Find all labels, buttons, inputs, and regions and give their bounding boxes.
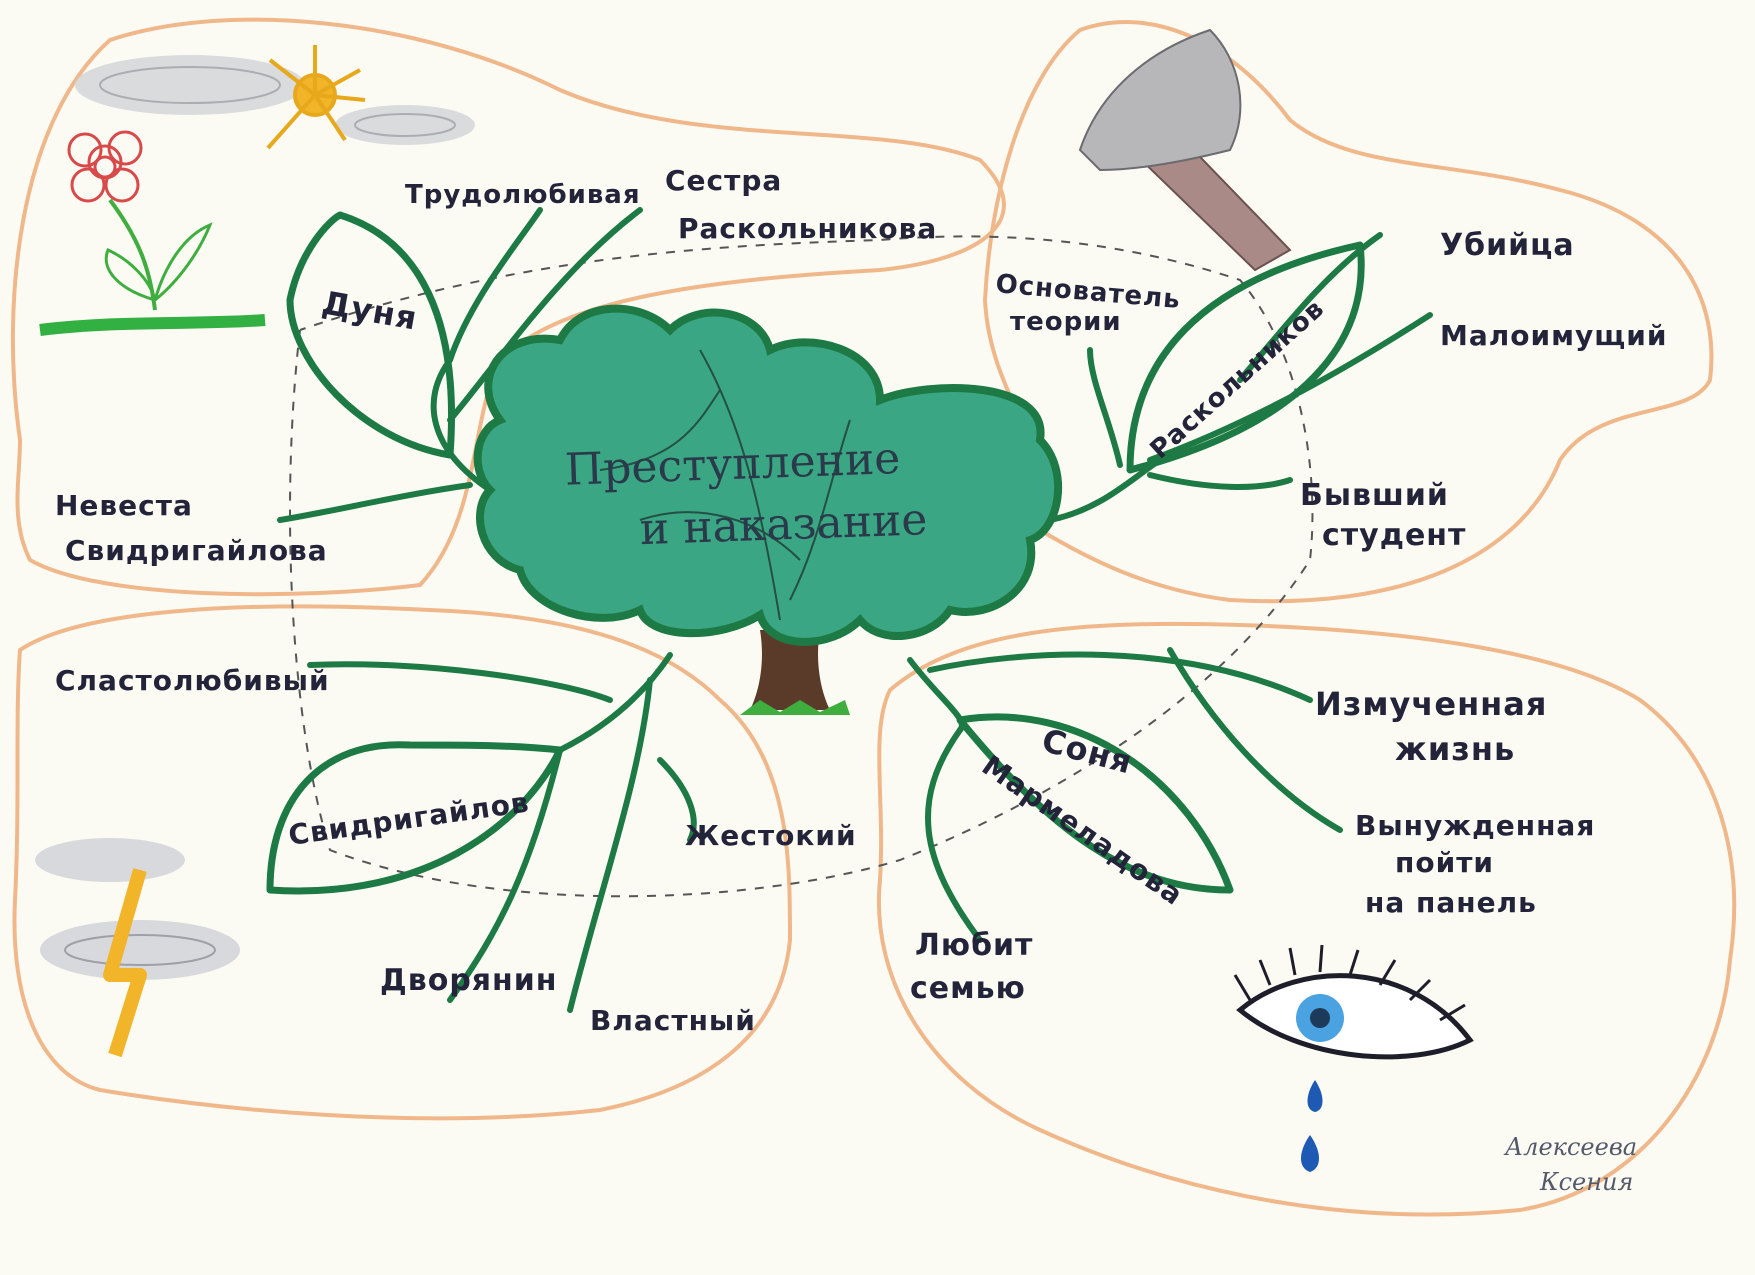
trait-domineering: Властный (590, 1004, 756, 1037)
cloud-icon (75, 55, 475, 145)
node-sonya-line2: Мармеладова (976, 749, 1190, 912)
trait-to-go: пойти (1395, 846, 1494, 879)
trait-poor: Малоимущий (1440, 319, 1667, 352)
trait-bride: Невеста (55, 489, 193, 522)
sun-icon (266, 45, 366, 150)
leaf-raskolnikov (1126, 241, 1365, 474)
trait-forced: Вынужденная (1355, 809, 1595, 842)
node-raskolnikov: Раскольников (1145, 294, 1331, 466)
node-svidrigailov: Свидригайлов (286, 785, 531, 851)
trait-tormented: Измученная (1315, 685, 1547, 723)
trait-former: Бывший (1300, 478, 1449, 513)
center-title-line2: и наказание (639, 494, 928, 555)
trait-cruel: Жестокий (685, 819, 857, 852)
trait-student: студент (1322, 518, 1466, 553)
leaves (266, 211, 1365, 895)
signature-line2: Ксения (1539, 1168, 1633, 1196)
trait-family: семью (910, 971, 1026, 1006)
region-bottom-left (12, 604, 793, 1121)
node-sonya-line1: Соня (1038, 721, 1137, 782)
trait-nobleman: Дворянин (380, 963, 558, 998)
axe-icon (1078, 28, 1292, 272)
node-dunya: Дуня (319, 284, 420, 338)
tear-icon (1301, 1080, 1323, 1172)
tree-icon (473, 304, 1063, 715)
trait-voluptuous: Сластолюбивый (55, 664, 330, 697)
trait-loves: Любит (915, 928, 1033, 963)
trait-life: жизнь (1395, 730, 1515, 768)
trait-svidrigailovs: Свидригайлова (65, 534, 328, 567)
leaf-svidrigailov (266, 741, 564, 895)
region-top-left (10, 17, 1006, 597)
trait-raskolnikovs: Раскольникова (678, 212, 937, 245)
trait-sister: Сестра (665, 164, 782, 197)
branches (277, 207, 1433, 1013)
leaf-sonya (956, 713, 1234, 894)
dashed-connector (289, 235, 1314, 898)
trait-to-panel: на панель (1365, 886, 1537, 919)
region-borders (10, 17, 1737, 1217)
trait-hardworking: Трудолюбивая (405, 180, 641, 210)
trait-theory: теории (1010, 307, 1122, 337)
leaf-dunya (286, 211, 455, 459)
signature-line1: Алексеева (1503, 1133, 1637, 1161)
region-bottom-right (876, 621, 1737, 1217)
flower-icon (39, 130, 266, 336)
trait-murderer: Убийца (1440, 228, 1575, 263)
center-title-line1: Преступление (564, 433, 901, 496)
eye-icon (1233, 944, 1474, 1060)
lightning-icon (35, 838, 240, 1058)
region-top-right (982, 20, 1714, 604)
